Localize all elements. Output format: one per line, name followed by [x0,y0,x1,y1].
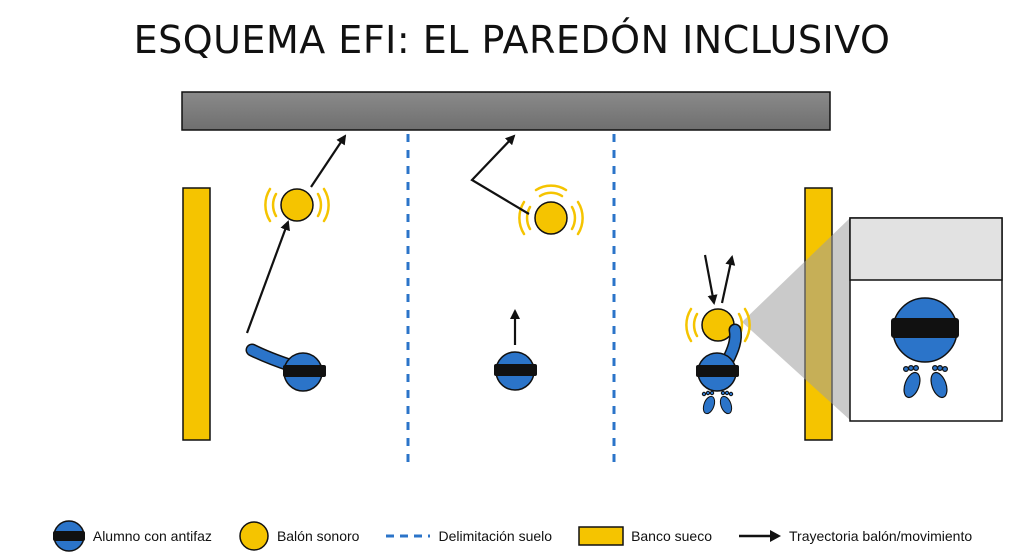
legend-item-bench: Banco sueco [578,526,712,546]
bench-icon [578,526,624,546]
student-right [696,323,742,415]
zoom-detail-box [849,217,1003,422]
trajectory-right-incoming [703,254,718,305]
legend-label-arrow: Trayectoria balón/movimiento [789,528,973,544]
sound-ball-icon [239,521,269,551]
trajectory-center-rebound [470,134,530,215]
trajectory-left-wall [310,134,347,188]
zoom-student-icon [891,297,959,399]
legend-label-ball: Balón sonoro [276,528,360,544]
legend-label-bench: Banco sueco [631,528,713,544]
sound-ball-left [264,187,330,223]
student-center [494,351,537,391]
zoom-cone [742,218,850,420]
student-left [245,343,326,392]
trajectory-right-outgoing [720,255,736,304]
legend-label-student: Alumno con antifaz [92,528,212,544]
arrow-icon [739,530,782,542]
dashed-line-icon [386,534,431,538]
legend-item-arrow: Trayectoria balón/movimiento [738,528,972,544]
legend-label-floor-line: Delimitación suelo [438,528,553,544]
bench-left [182,187,211,441]
legend: Alumno con antifaz Balón sonoro Delimita… [0,518,1024,554]
trajectory-left-throw [245,220,290,334]
page-title: ESQUEMA EFI: EL PAREDÓN INCLUSIVO [133,18,891,62]
legend-item-floor-line: Delimitación suelo [385,528,552,544]
blindfolded-student-icon [52,520,85,552]
legend-item-student: Alumno con antifaz [52,519,212,553]
sound-ball-center [518,184,584,236]
wall [181,91,831,131]
legend-item-ball: Balón sonoro [238,520,360,552]
